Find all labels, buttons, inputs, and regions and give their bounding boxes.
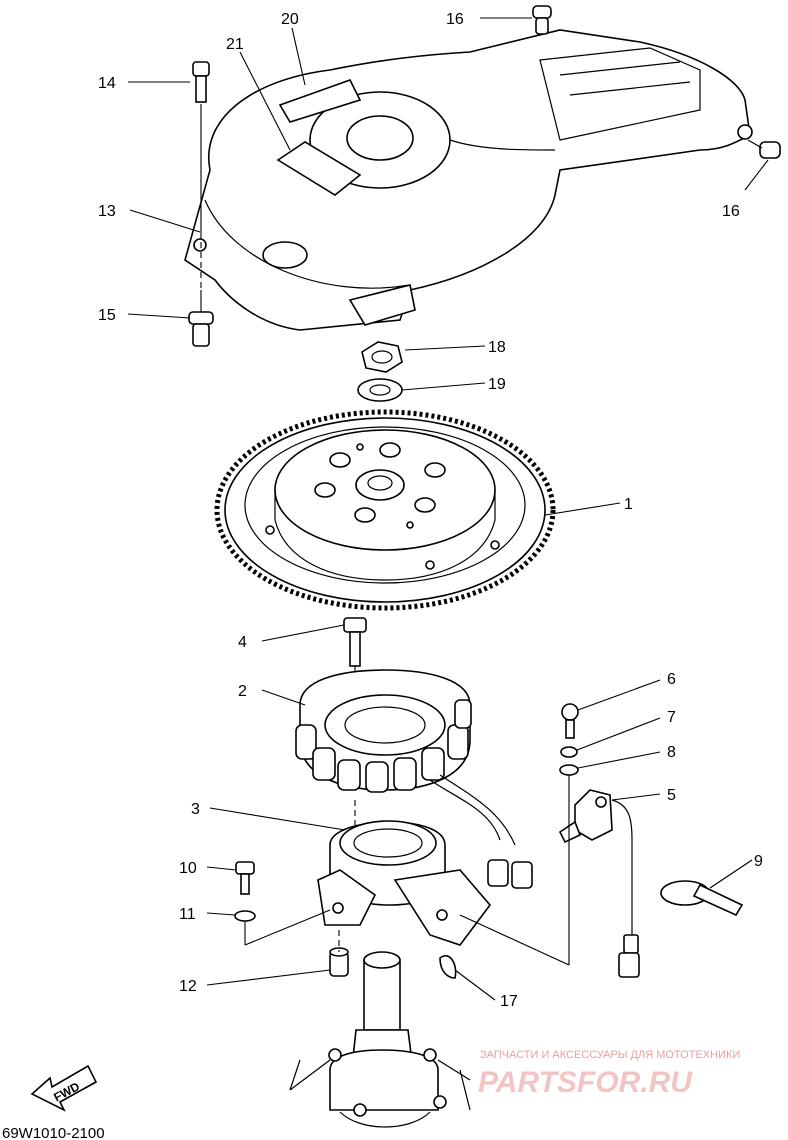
stator — [295, 669, 533, 889]
crankshaft — [289, 951, 471, 1128]
grommet-15 — [188, 290, 214, 347]
callout-5: 5 — [667, 787, 676, 804]
diagram-code: 69W1010-2100 — [2, 1125, 105, 1140]
decal-20 — [278, 79, 362, 123]
callout-15: 15 — [98, 307, 116, 324]
washer-19 — [357, 378, 403, 402]
grommet-16-right — [747, 139, 781, 159]
stator-base — [317, 820, 492, 946]
bolt-14 — [192, 61, 210, 240]
callout-21: 21 — [226, 36, 244, 53]
callout-7: 7 — [667, 709, 676, 726]
decal-21 — [276, 141, 362, 196]
washer-8 — [559, 764, 579, 776]
callout-2: 2 — [238, 683, 247, 700]
callout-20: 20 — [281, 11, 299, 28]
callout-4: 4 — [238, 634, 247, 651]
cable-tie — [660, 880, 744, 917]
callout-8: 8 — [667, 744, 676, 761]
callout-10: 10 — [179, 860, 197, 877]
callout-16-top: 16 — [446, 11, 464, 28]
fwd-arrow: FWD — [30, 1064, 98, 1112]
callout-18: 18 — [488, 339, 506, 356]
grommet-16-top — [532, 5, 552, 35]
watermark-tagline: ЗАПЧАСТИ И АКСЕССУАРЫ ДЛЯ МОТОТЕХНИКИ — [480, 1049, 740, 1061]
woodruff-key — [439, 955, 457, 979]
callout-16-right: 16 — [722, 203, 740, 220]
watermark: ЗАПЧАСТИ И АКСЕССУАРЫ ДЛЯ МОТОТЕХНИКИ PA… — [478, 1049, 740, 1099]
watermark-brand: PARTSFOR.RU — [478, 1066, 693, 1099]
screw-10 — [235, 861, 255, 895]
screw-6 — [561, 703, 579, 739]
flywheel-cover — [184, 29, 753, 331]
washer-11 — [234, 910, 256, 922]
flywheel — [214, 409, 556, 611]
callout-13: 13 — [98, 203, 116, 220]
callout-14: 14 — [98, 75, 116, 92]
callout-9: 9 — [754, 853, 763, 870]
washer-7 — [560, 746, 578, 758]
collar-12 — [329, 947, 349, 977]
pulser-coil — [558, 789, 640, 978]
nut-18 — [361, 341, 403, 373]
callout-19: 19 — [488, 376, 506, 393]
callout-1: 1 — [624, 496, 633, 513]
callout-6: 6 — [667, 671, 676, 688]
leader-lines — [127, 17, 769, 1001]
callout-12: 12 — [179, 978, 197, 995]
callout-3: 3 — [191, 801, 200, 818]
callout-17: 17 — [500, 993, 518, 1010]
callout-11: 11 — [179, 906, 196, 923]
